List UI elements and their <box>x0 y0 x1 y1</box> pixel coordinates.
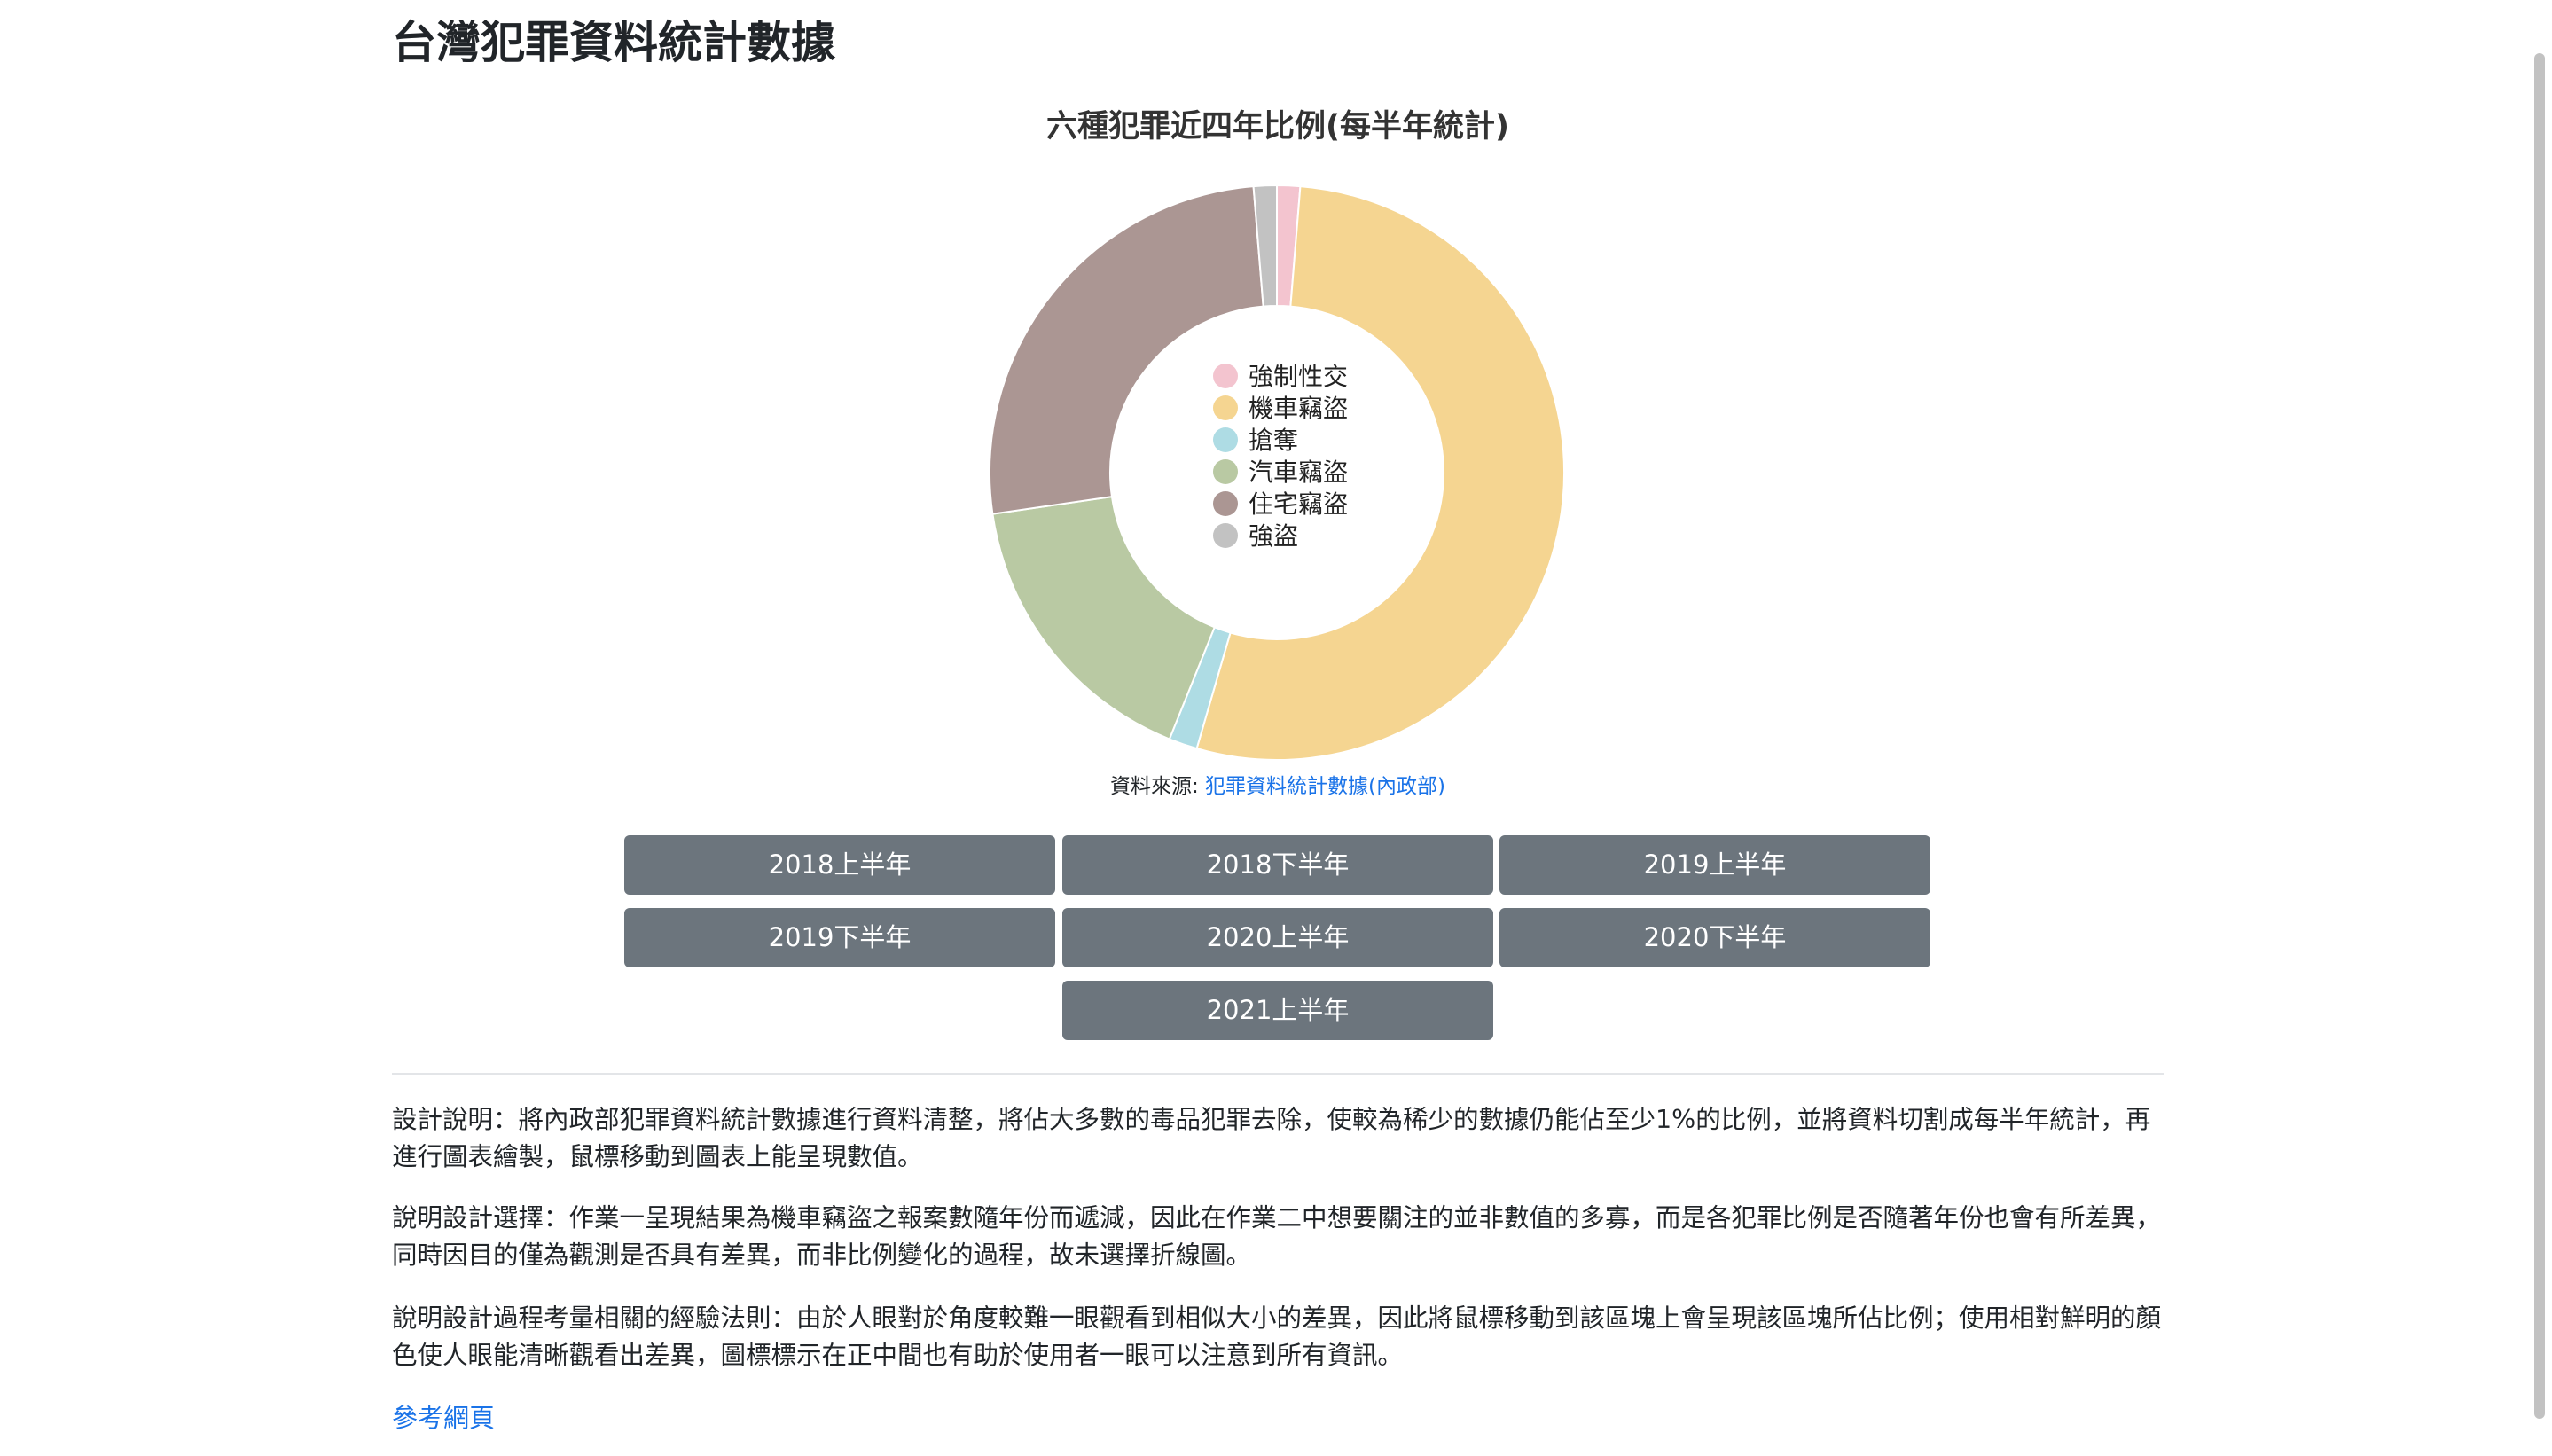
legend-marker-4[interactable] <box>1213 491 1238 516</box>
legend-label-2[interactable]: 搶奪 <box>1249 426 1298 455</box>
design-description: 設計說明：將內政部犯罪資料統計數據進行資料清整，將佔大多數的毒品犯罪去除，使較為… <box>392 1105 2151 1171</box>
design-principles: 說明設計過程考量相關的經驗法則：由於人眼對於角度較難一眼觀看到相似大小的差異，因… <box>392 1303 2162 1370</box>
legend-label-0[interactable]: 強制性交 <box>1249 362 1348 391</box>
period-button-2019-h1[interactable]: 2019上半年 <box>1499 835 1930 895</box>
legend-marker-5[interactable] <box>1213 523 1238 548</box>
reference-link[interactable]: 參考網頁 <box>392 1403 496 1433</box>
period-button-2018-h1[interactable]: 2018上半年 <box>624 835 1055 895</box>
chart-title: 六種犯罪近四年比例(每半年統計) <box>1046 109 1509 145</box>
divider <box>392 1073 2164 1075</box>
slices-layer <box>989 184 1565 761</box>
scrollbar[interactable] <box>2534 53 2545 1419</box>
data-source: 資料來源: 犯罪資料統計數據(內政部) <box>392 771 2164 802</box>
period-button-2021-h1[interactable]: 2021上半年 <box>1062 981 1493 1040</box>
legend-label-4[interactable]: 住宅竊盜 <box>1249 489 1348 519</box>
design-choice: 說明設計選擇：作業一呈現結果為機車竊盜之報案數隨年份而遞減，因此在作業二中想要關… <box>392 1203 2162 1270</box>
slice-3[interactable] <box>991 495 1216 740</box>
period-button-2018-h2[interactable]: 2018下半年 <box>1062 835 1493 895</box>
slice-5[interactable] <box>1252 184 1278 308</box>
legend-marker-3[interactable] <box>1213 459 1238 484</box>
main-container: 台灣犯罪資料統計數據 六種犯罪近四年比例(每半年統計) 強制性交機車竊盜搶奪汽車… <box>392 0 2164 1456</box>
legend-marker-2[interactable] <box>1213 427 1238 452</box>
legend-marker-1[interactable] <box>1213 395 1238 420</box>
page-title: 台灣犯罪資料統計數據 <box>392 17 835 68</box>
legend-marker-0[interactable] <box>1213 364 1238 388</box>
source-link[interactable]: 犯罪資料統計數據(內政部) <box>1205 775 1445 798</box>
period-button-2020-h2[interactable]: 2020下半年 <box>1499 908 1930 967</box>
period-button-2020-h1[interactable]: 2020上半年 <box>1062 908 1493 967</box>
slice-1[interactable] <box>1195 185 1565 761</box>
legend-label-1[interactable]: 機車竊盜 <box>1249 394 1348 423</box>
source-prefix: 資料來源: <box>1109 775 1206 798</box>
legend-label-5[interactable]: 強盜 <box>1249 521 1298 551</box>
slice-4[interactable] <box>989 185 1264 515</box>
period-button-2019-h2[interactable]: 2019下半年 <box>624 908 1055 967</box>
legend-label-3[interactable]: 汽車竊盜 <box>1249 458 1348 487</box>
